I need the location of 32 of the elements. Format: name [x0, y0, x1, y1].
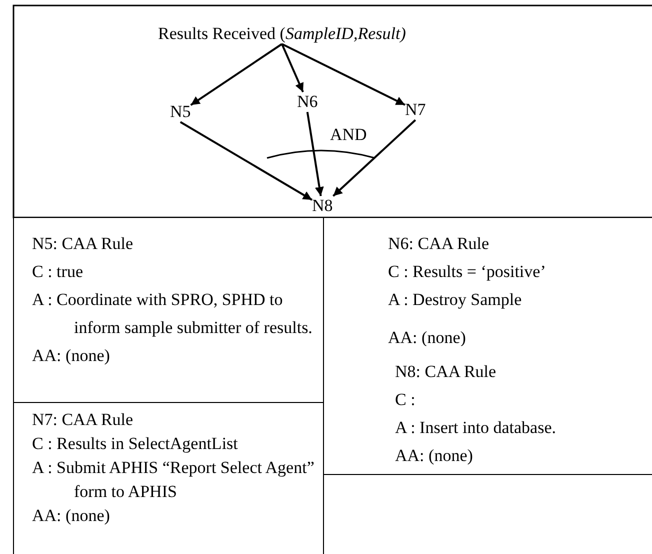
rule-panel: [13, 402, 324, 554]
arrow: [180, 121, 312, 201]
event-label: Results Received (SampleID,Result): [158, 24, 406, 44]
rule-line: C : Results in SelectAgentList: [32, 433, 239, 455]
rule-panel: [323, 346, 652, 475]
rule-line: A : Submit APHIS “Report Select Agent” form to APHIS: [32, 457, 316, 503]
rule-line: A : Destroy Sample: [388, 289, 523, 311]
rule-line: AA: (none): [32, 505, 111, 527]
node-label: N7: [405, 100, 426, 120]
rule-heading: N7: CAA Rule: [32, 409, 134, 431]
rule-line: AA: (none): [388, 327, 467, 349]
rule-line: AA: (none): [32, 345, 111, 367]
rule-panel: [323, 217, 652, 347]
rule-heading: N8: CAA Rule: [395, 361, 498, 383]
arrow: [190, 43, 282, 106]
rule-heading: N6: CAA Rule: [388, 233, 490, 255]
rule-line: A : Insert into database.: [395, 417, 557, 439]
rule-line: AA: (none): [395, 445, 474, 467]
node-label: N5: [170, 102, 191, 122]
arrow: [332, 119, 416, 197]
node-label: N8: [312, 196, 333, 216]
rule-line: A : Coordinate with SPRO, SPHD to inform sample submitter of results.: [32, 289, 314, 339]
rule-line: C :: [395, 389, 416, 411]
rule-line: C : true: [32, 261, 84, 283]
rule-panel: [13, 217, 324, 403]
arrow: [281, 44, 304, 92]
rule-heading: N5: CAA Rule: [32, 233, 134, 255]
node-label: N6: [297, 92, 318, 112]
arrow: [281, 43, 406, 106]
arrow: [306, 112, 324, 196]
rule-line: C : Results = ‘positive’: [388, 261, 547, 283]
join-label: AND: [330, 125, 367, 145]
